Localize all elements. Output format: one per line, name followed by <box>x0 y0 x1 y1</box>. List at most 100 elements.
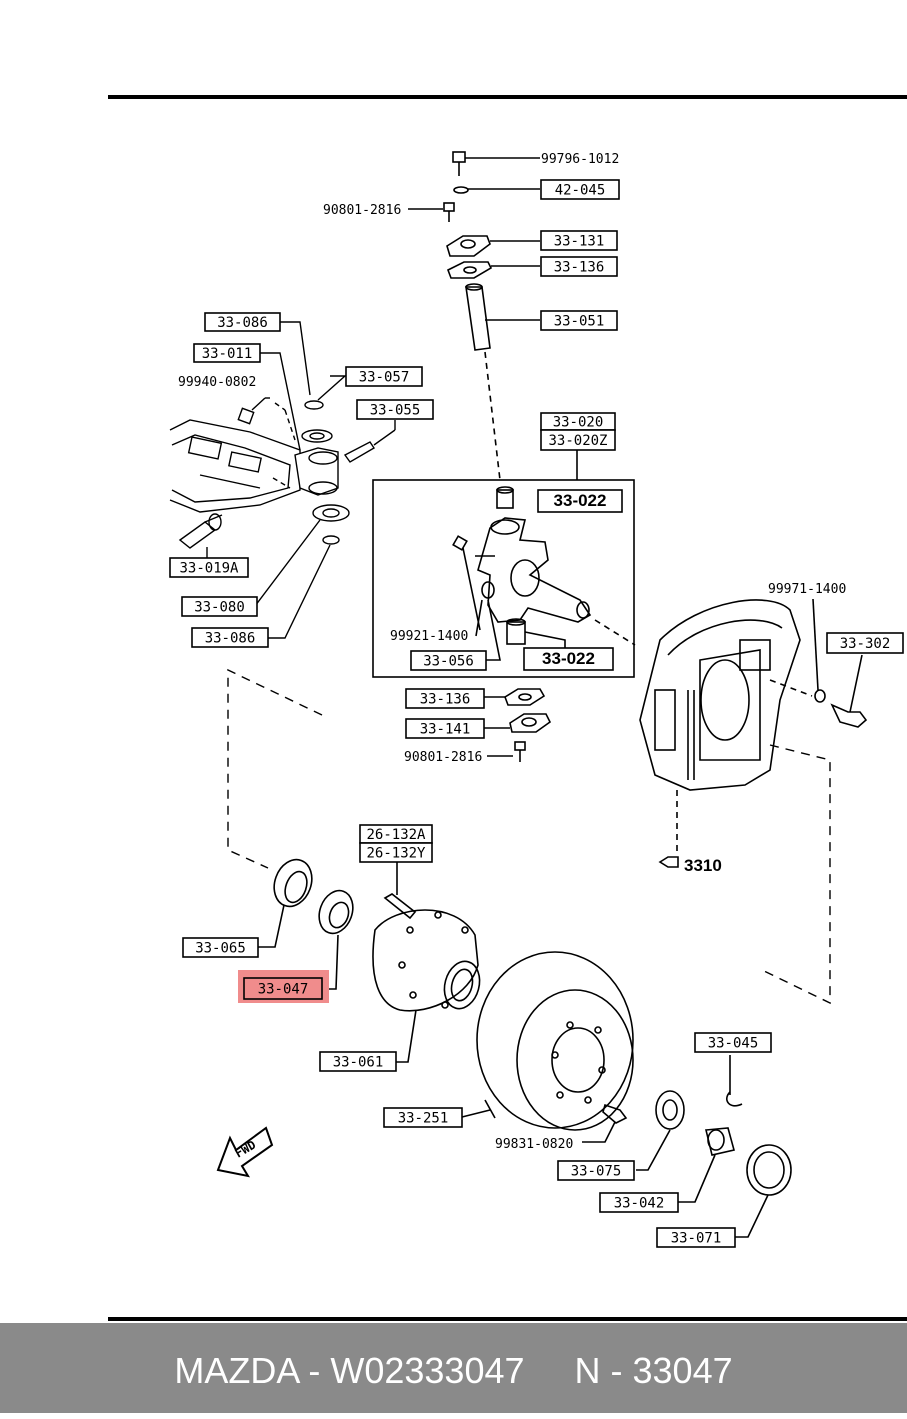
callout-label: 33-020 <box>553 415 604 431</box>
callout-label: 33-042 <box>614 1196 665 1212</box>
callout-box <box>345 366 423 387</box>
callout-99971-1400[interactable]: 99971-1400 <box>768 582 846 597</box>
callout-box <box>191 627 269 648</box>
callout-box <box>383 1107 463 1128</box>
callout-label: 33-065 <box>195 941 246 957</box>
kingpin-cap-assembly <box>408 151 540 481</box>
callout-label: 33-136 <box>420 692 471 708</box>
callout-33-011[interactable]: 33-011 <box>193 343 261 363</box>
callout-box <box>182 937 259 958</box>
callout-99921-1400[interactable]: 99921-1400 <box>390 629 468 644</box>
callout-33-065[interactable]: 33-065 <box>182 937 259 958</box>
callout-label: 33-251 <box>398 1111 449 1127</box>
callout-box <box>540 310 618 331</box>
callout-box <box>540 179 620 200</box>
callout-33-080[interactable]: 33-080 <box>181 596 258 617</box>
callout-99940-0802[interactable]: 99940-0802 <box>178 375 256 390</box>
callout-33-047[interactable]: 33-047 <box>243 977 323 1000</box>
callout-33-022-top[interactable]: 33-022 <box>537 489 623 513</box>
callout-box <box>181 596 258 617</box>
callout-box <box>599 1192 679 1213</box>
callout-box <box>204 312 281 332</box>
callout-33-056[interactable]: 33-056 <box>410 650 487 671</box>
brake-backing-plate <box>639 598 868 855</box>
callout-labels: 99796-1012 42-045 90801-2816 33-131 33-136 33… <box>169 152 904 1248</box>
callout-99796-1012[interactable]: 99796-1012 <box>541 152 619 167</box>
callout-box <box>540 256 618 277</box>
callout-33-055[interactable]: 33-055 <box>356 399 434 420</box>
callout-box <box>193 343 261 363</box>
callout-label: 99921-1400 <box>390 629 468 644</box>
callout-label: 33-055 <box>370 403 421 419</box>
callout-label: 3310 <box>684 856 722 875</box>
callout-label: 90801-2816 <box>323 203 401 218</box>
callout-42-045[interactable]: 42-045 <box>540 179 620 200</box>
diagram-canvas: FWD 99796-1012 42-045 90801-2816 33-131 33-1… <box>108 95 907 1321</box>
callout-33-075[interactable]: 33-075 <box>557 1160 635 1181</box>
callout-box <box>826 632 904 654</box>
callout-33-302[interactable]: 33-302 <box>826 632 904 654</box>
hub-group-outline <box>227 668 831 1005</box>
callout-99831-0820[interactable]: 99831-0820 <box>495 1137 573 1152</box>
callout-label: 33-056 <box>423 654 474 670</box>
callout-3310[interactable]: 3310 <box>684 856 722 875</box>
fwd-arrow: FWD <box>216 1126 274 1178</box>
callout-33-136-mid[interactable]: 33-136 <box>405 688 485 709</box>
callout-26-132a[interactable]: 26-132A <box>359 824 433 844</box>
callout-label: 33-086 <box>217 315 268 331</box>
callout-label: 90801-2816 <box>404 750 482 765</box>
footer-part-number: MAZDA - W02333047 N - 33047 <box>174 1350 733 1391</box>
callout-33-022-bot[interactable]: 33-022 <box>523 647 614 671</box>
callout-label: 99796-1012 <box>541 152 619 167</box>
callout-label: 33-131 <box>554 234 605 250</box>
callout-33-042[interactable]: 33-042 <box>599 1192 679 1213</box>
callout-label: 33-047 <box>258 982 309 998</box>
callout-box <box>405 718 485 739</box>
callout-33-086-bot[interactable]: 33-086 <box>191 627 269 648</box>
callout-label: 33-141 <box>420 722 471 738</box>
callout-33-061[interactable]: 33-061 <box>319 1051 397 1072</box>
callout-box <box>169 557 249 578</box>
callout-label: 33-022 <box>542 649 595 668</box>
knuckle-group <box>372 450 636 678</box>
callout-label: 26-132A <box>366 827 426 843</box>
callout-box <box>359 842 433 863</box>
callout-label: 33-136 <box>554 260 605 276</box>
callout-33-057[interactable]: 33-057 <box>345 366 423 387</box>
callout-label: 99831-0820 <box>495 1137 573 1152</box>
callout-box <box>523 647 614 671</box>
callout-33-020[interactable]: 33-020 <box>540 412 616 431</box>
callout-33-071[interactable]: 33-071 <box>656 1227 736 1248</box>
hub-and-drum <box>258 858 792 1238</box>
callout-label: 33-011 <box>202 346 253 362</box>
lower-cap-assembly <box>484 688 552 762</box>
callout-label: 33-302 <box>840 636 891 652</box>
callout-33-136-top[interactable]: 33-136 <box>540 256 618 277</box>
callout-90801-2816-mid[interactable]: 90801-2816 <box>404 750 482 765</box>
callout-33-086-top[interactable]: 33-086 <box>204 312 281 332</box>
callout-33-019a[interactable]: 33-019A <box>169 557 249 578</box>
callout-box <box>694 1032 772 1053</box>
footer-bar: MAZDA - W02333047 N - 33047 <box>0 1323 907 1413</box>
callout-box <box>656 1227 736 1248</box>
callout-33-131[interactable]: 33-131 <box>540 230 618 251</box>
axle-beam <box>169 321 396 639</box>
callout-box <box>540 230 618 251</box>
callout-label: 33-086 <box>205 631 256 647</box>
callout-box <box>243 977 323 1000</box>
callout-90801-2816-top[interactable]: 90801-2816 <box>323 203 401 218</box>
callout-33-051[interactable]: 33-051 <box>540 310 618 331</box>
callout-label: 33-075 <box>571 1164 622 1180</box>
callout-label: 33-057 <box>359 370 410 386</box>
callout-label: 99971-1400 <box>768 582 846 597</box>
callout-label: 33-019A <box>179 561 239 577</box>
callout-33-251[interactable]: 33-251 <box>383 1107 463 1128</box>
callout-33-141[interactable]: 33-141 <box>405 718 485 739</box>
callout-33-045[interactable]: 33-045 <box>694 1032 772 1053</box>
callout-33-020z[interactable]: 33-020Z <box>540 429 616 451</box>
callout-box <box>319 1051 397 1072</box>
callout-label: 33-045 <box>708 1036 759 1052</box>
callout-label: 33-020Z <box>548 433 607 449</box>
callout-26-132y[interactable]: 26-132Y <box>359 842 433 863</box>
